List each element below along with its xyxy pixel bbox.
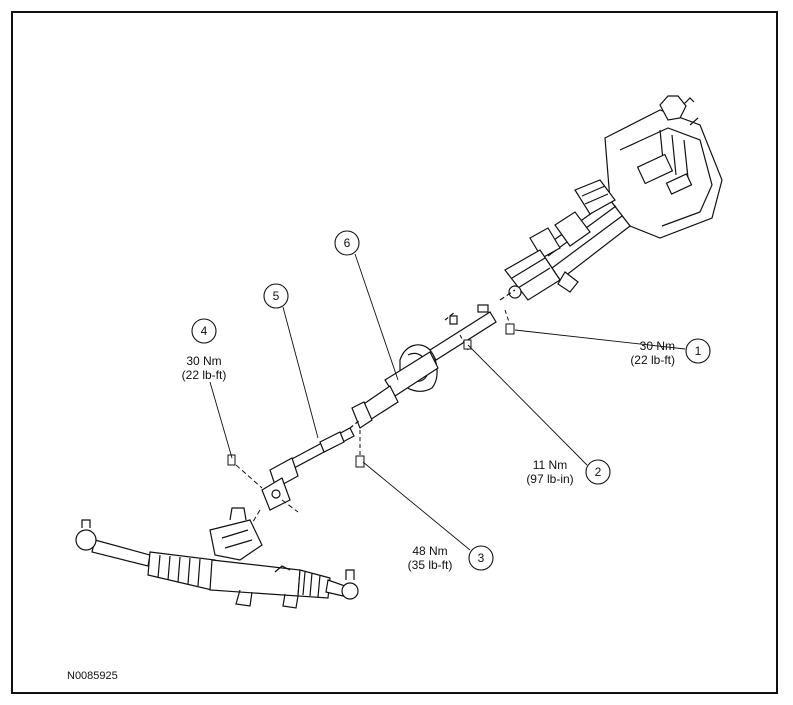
callout-1-torque-nm: 30 Nm — [639, 339, 675, 353]
callout-3-torque: 48 Nm (35 lb-ft) — [395, 544, 465, 572]
callout-5-number: 5 — [272, 289, 280, 303]
pinch-bolt — [355, 430, 365, 468]
leader-lines — [209, 253, 686, 551]
steering-gear — [75, 507, 359, 609]
column-bolt — [504, 309, 515, 335]
callout-4-torque-nm: 30 Nm — [186, 354, 222, 368]
callout-2-number: 2 — [594, 465, 602, 479]
callout-2-torque-nm: 11 Nm — [532, 458, 568, 472]
figure-id: N0085925 — [67, 670, 118, 682]
diagram-border — [11, 11, 778, 694]
callout-3-torque-nm: 48 Nm — [412, 544, 448, 558]
callout-4-number: 4 — [200, 324, 208, 338]
steering-column-assembly — [499, 95, 723, 301]
callout-2-torque: 11 Nm (97 lb-in) — [515, 458, 585, 486]
shaft-bolt — [459, 334, 472, 351]
callout-4-torque-imperial: (22 lb-ft) — [181, 368, 227, 382]
callout-1-torque: 30 Nm (22 lb-ft) — [605, 339, 675, 367]
intermediate-shaft-boot — [351, 304, 497, 429]
callout-circles — [191, 230, 711, 571]
callout-1-torque-imperial: (22 lb-ft) — [630, 353, 675, 367]
callout-6-number: 6 — [343, 236, 351, 250]
lower-steering-shaft — [261, 419, 361, 511]
callout-4-torque: 30 Nm (22 lb-ft) — [168, 354, 240, 382]
callout-1-number: 1 — [694, 344, 702, 358]
callout-3-torque-imperial: (35 lb-ft) — [407, 558, 453, 572]
callout-2-torque-imperial: (97 lb-in) — [526, 472, 574, 486]
callout-3-number: 3 — [477, 551, 485, 565]
